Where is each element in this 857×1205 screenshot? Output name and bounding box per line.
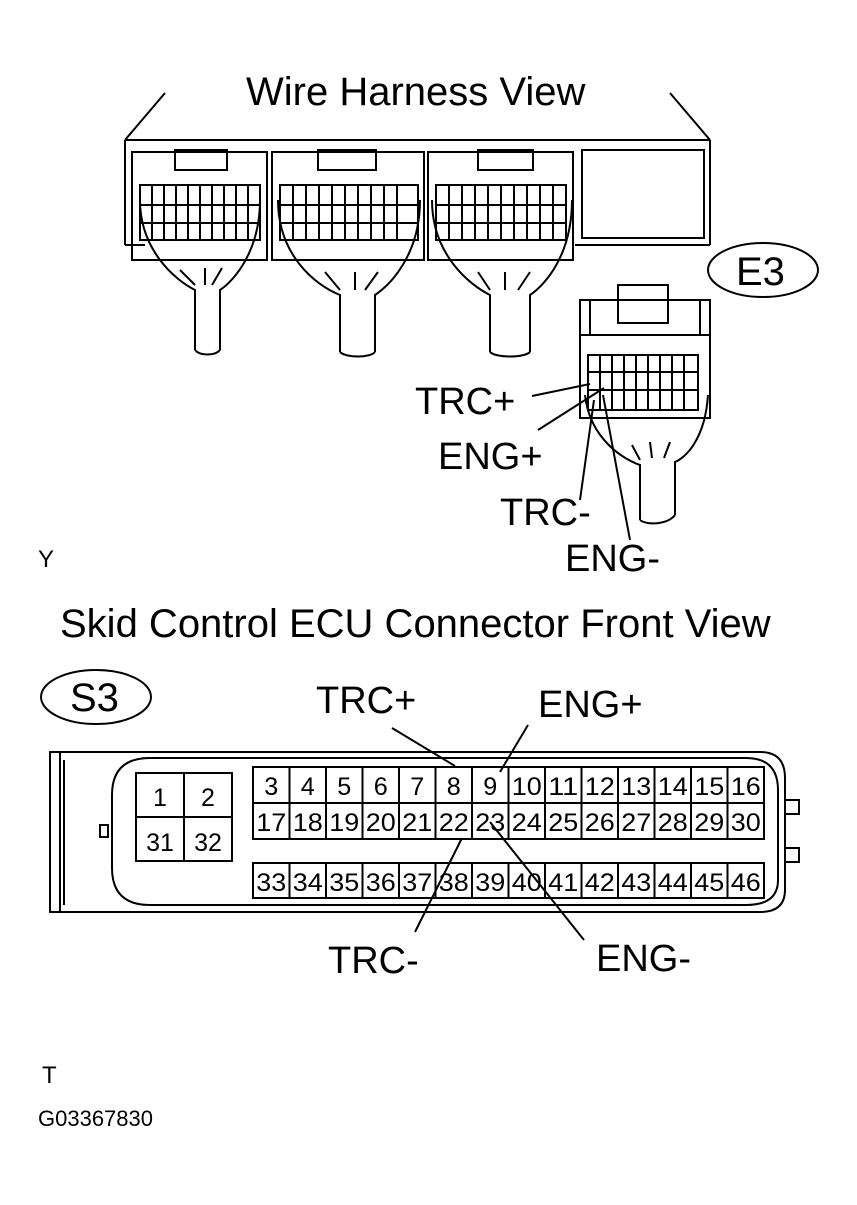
pin-29: 29	[694, 809, 724, 837]
leader-e3-trc-plus	[531, 383, 591, 397]
s3-left-block-pins: 1 2 31 32	[146, 784, 222, 857]
e3-connector-id: E3	[736, 250, 785, 294]
pin-39: 39	[475, 869, 505, 897]
pin-35: 35	[329, 869, 359, 897]
s3-connector-id: S3	[70, 676, 119, 720]
pin-4: 4	[301, 773, 315, 801]
e3-label-trc-plus: TRC+	[415, 381, 516, 423]
pin-45: 45	[694, 869, 724, 897]
pin-33: 33	[256, 869, 286, 897]
pin-22: 22	[439, 809, 469, 837]
pin-9: 9	[483, 773, 497, 801]
leader-s3-trc-minus	[414, 837, 463, 933]
leader-e3-eng-minus	[602, 394, 631, 541]
pin-24: 24	[512, 809, 542, 837]
pin-15: 15	[694, 773, 724, 801]
pin-3: 3	[264, 773, 278, 801]
pin-32: 32	[194, 829, 222, 857]
harness-connector-3	[427, 149, 574, 358]
pin-2: 2	[201, 784, 215, 812]
s3-label-oval	[40, 669, 152, 725]
pin-43: 43	[621, 869, 651, 897]
pin-25: 25	[548, 809, 578, 837]
pin-18: 18	[293, 809, 323, 837]
s3-label-trc-minus: TRC-	[328, 940, 419, 982]
e3-label-trc-minus: TRC-	[500, 492, 591, 534]
pin-20: 20	[366, 809, 396, 837]
pin-36: 36	[366, 869, 396, 897]
pin-46: 46	[731, 869, 761, 897]
pin-10: 10	[512, 773, 542, 801]
e3-label-oval	[707, 242, 819, 298]
s3-grid-dividers	[288, 767, 729, 898]
pin-1: 1	[153, 784, 167, 812]
pin-31: 31	[146, 829, 174, 857]
harness-view-title: Wire Harness View	[246, 70, 586, 114]
pin-11: 11	[548, 773, 578, 801]
pin-7: 7	[410, 773, 424, 801]
pin-16: 16	[731, 773, 761, 801]
pin-27: 27	[621, 809, 651, 837]
pin-42: 42	[585, 869, 615, 897]
s3-label-trc-plus: TRC+	[316, 680, 417, 722]
pin-19: 19	[329, 809, 359, 837]
pin-6: 6	[374, 773, 388, 801]
figure-code: G03367830	[38, 1106, 153, 1131]
leader-e3-trc-minus	[579, 399, 595, 501]
pin-23: 23	[475, 809, 505, 837]
pin-40: 40	[512, 869, 542, 897]
pin-13: 13	[621, 773, 651, 801]
pin-34: 34	[293, 869, 323, 897]
pin-12: 12	[585, 773, 615, 801]
leader-s3-eng-plus	[499, 724, 529, 773]
pin-37: 37	[402, 869, 432, 897]
bottom-corner-mark: T	[42, 1062, 57, 1089]
pin-17: 17	[256, 809, 286, 837]
e3-label-eng-plus: ENG+	[438, 436, 543, 478]
top-corner-mark: Y	[38, 546, 55, 573]
pin-28: 28	[658, 809, 688, 837]
pin-5: 5	[337, 773, 351, 801]
pin-30: 30	[731, 809, 761, 837]
harness-connector-1	[131, 149, 268, 356]
pin-38: 38	[439, 869, 469, 897]
pin-41: 41	[548, 869, 578, 897]
e3-label-eng-minus: ENG-	[565, 538, 660, 580]
pin-44: 44	[658, 869, 688, 897]
leader-s3-eng-minus	[489, 821, 585, 941]
pin-14: 14	[658, 773, 688, 801]
harness-connector-2	[271, 149, 425, 358]
s3-label-eng-plus: ENG+	[538, 684, 643, 726]
leader-e3-eng-plus	[537, 387, 605, 431]
harness-housing	[124, 92, 711, 246]
leader-s3-trc-plus	[391, 727, 456, 767]
e3-connector	[579, 284, 711, 525]
pin-21: 21	[402, 809, 432, 837]
pin-26: 26	[585, 809, 615, 837]
pin-8: 8	[447, 773, 461, 801]
ecu-front-view-title: Skid Control ECU Connector Front View	[60, 602, 771, 646]
s3-label-eng-minus: ENG-	[596, 938, 691, 980]
